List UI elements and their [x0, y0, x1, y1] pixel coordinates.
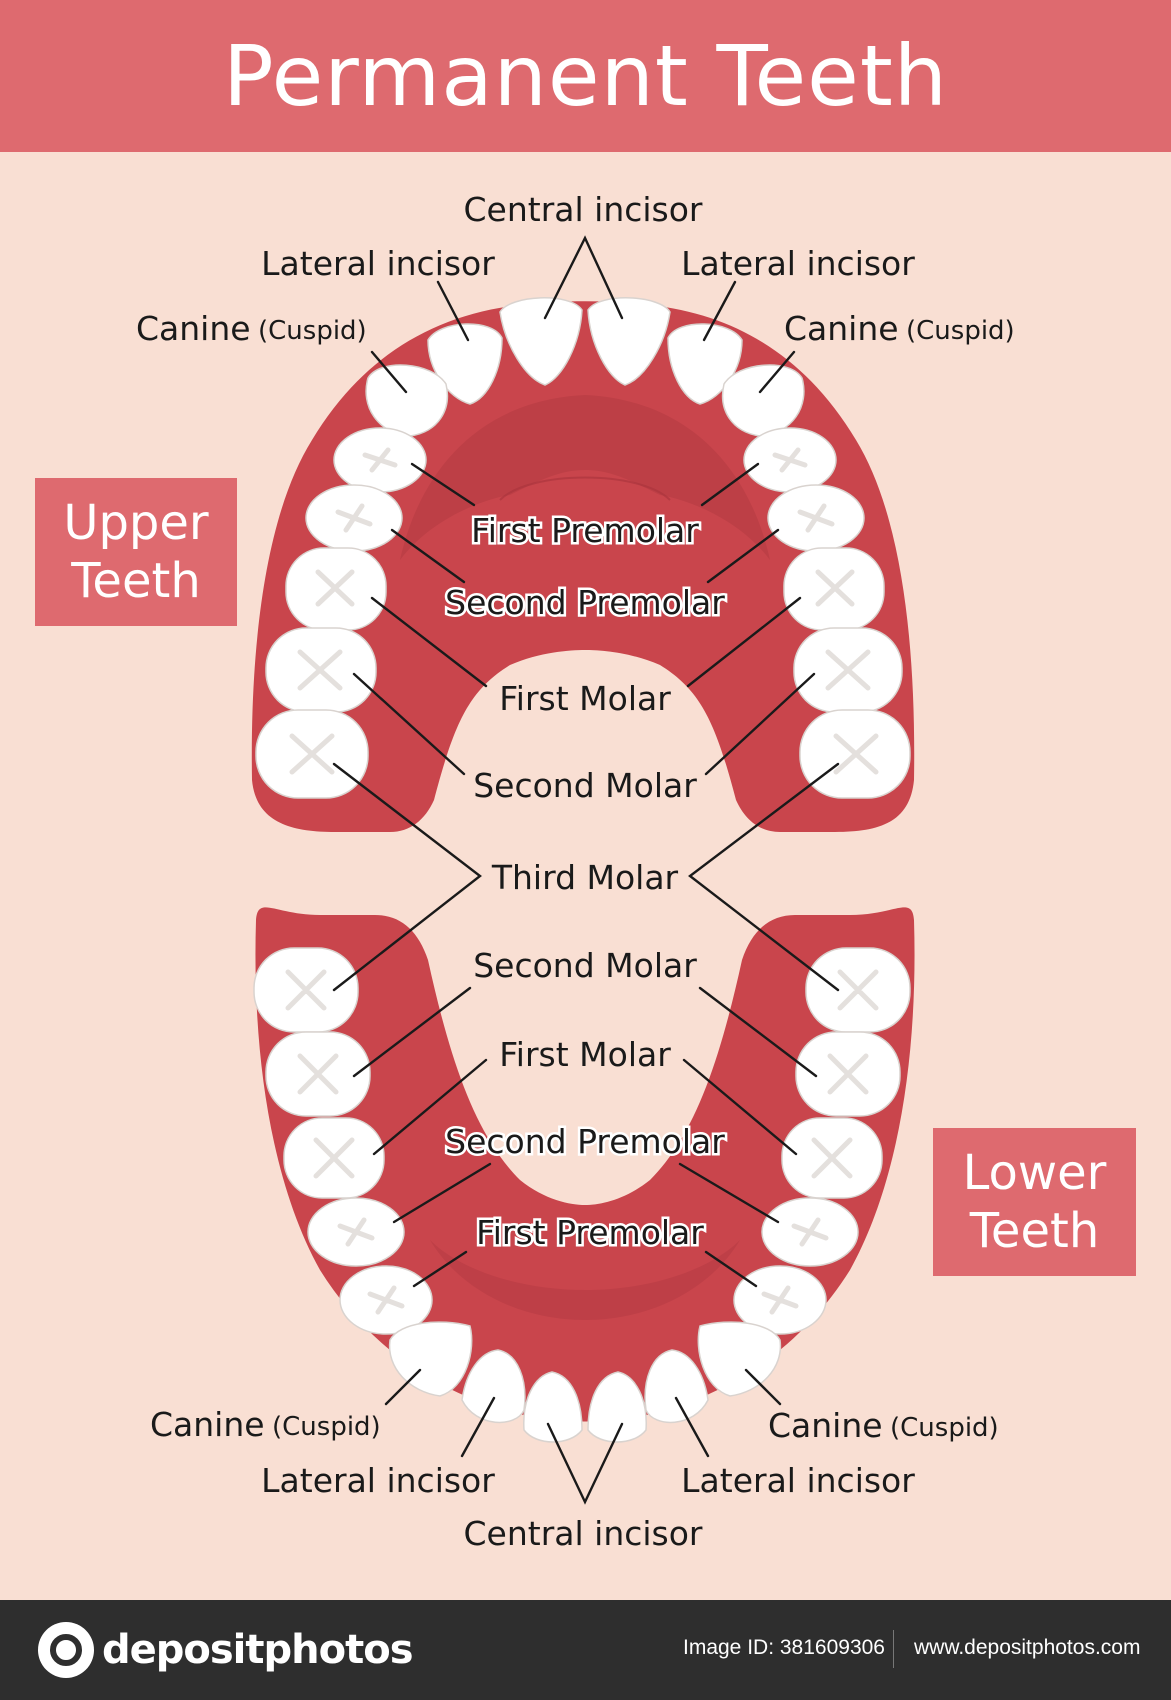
- upper-teeth-box: Upper Teeth: [35, 478, 237, 626]
- label-upper-central-incisor: Central incisor: [464, 190, 703, 229]
- footer-divider: [893, 1630, 894, 1668]
- upper-left-canine-icon: [365, 364, 448, 437]
- upper-right-canine-icon: [722, 364, 805, 437]
- leader-third-molar-left: [332, 762, 482, 992]
- leader-lower-second-molar-right: [698, 986, 818, 1078]
- lower-box-line1: Lower: [962, 1145, 1107, 1201]
- label-lower-lateral-incisor-left: Lateral incisor: [261, 1461, 495, 1500]
- leader-lower-first-molar-right: [682, 1058, 798, 1156]
- lower-teeth: [253, 947, 911, 1443]
- leader-lower-canine-left: [384, 1368, 422, 1406]
- footer-brand: depositphotos: [102, 1627, 414, 1673]
- label-lower-canine-left-sub: (Cuspid): [272, 1412, 381, 1442]
- leader-lower-second-premolar-right: [678, 1162, 780, 1224]
- footer-image-id: Image ID: 381609306: [683, 1636, 885, 1659]
- label-upper-canine-right: Canine: [784, 309, 899, 348]
- lower-right-canine-icon: [697, 1321, 782, 1397]
- lower-right-lateral-incisor-icon: [644, 1349, 709, 1424]
- footer-url-link[interactable]: www.depositphotos.com: [914, 1636, 1141, 1659]
- leader-lower-second-molar-left: [352, 986, 472, 1078]
- footer-logo[interactable]: depositphotos: [38, 1620, 414, 1680]
- labels: Central incisor Lateral incisor Lateral …: [136, 190, 1015, 1553]
- label-upper-second-premolar: Second Premolar: [445, 583, 725, 622]
- upper-right-central-incisor-icon: [587, 297, 671, 386]
- label-lower-second-premolar: Second Premolar: [445, 1122, 725, 1161]
- label-upper-canine-left-sub: (Cuspid): [258, 316, 367, 346]
- label-lower-canine-right: Canine: [768, 1406, 883, 1445]
- upper-teeth: [255, 297, 911, 799]
- leader-upper-lateral-left: [436, 280, 470, 342]
- leader-upper-first-molar-right: [686, 596, 802, 688]
- upper-box-line2: Teeth: [71, 553, 201, 609]
- label-lower-canine-left: Canine: [150, 1405, 265, 1444]
- lower-left-canine-icon: [388, 1321, 473, 1397]
- label-lower-first-premolar: First Premolar: [476, 1213, 704, 1252]
- upper-molar-grooves: [289, 447, 879, 775]
- upper-palate-arc: [499, 476, 671, 501]
- leader-upper-central: [543, 235, 624, 320]
- teeth-diagram: Central incisor Lateral incisor Lateral …: [136, 190, 1015, 1553]
- lower-left-central-incisor-icon: [523, 1371, 583, 1443]
- upper-left-central-incisor-icon: [499, 297, 583, 386]
- page-title: Permanent Teeth: [222, 27, 949, 125]
- label-upper-canine-left: Canine: [136, 309, 251, 348]
- lower-molar-grooves: [285, 969, 879, 1315]
- upper-box-line1: Upper: [63, 495, 209, 551]
- upper-palate-shade: [400, 395, 770, 560]
- leader-lines: [332, 235, 840, 1505]
- leader-upper-second-premolar-left: [390, 528, 466, 584]
- lower-teeth-box: Lower Teeth: [933, 1128, 1136, 1276]
- label-upper-lateral-incisor-right: Lateral incisor: [681, 244, 915, 283]
- label-upper-first-premolar: First Premolar: [471, 511, 699, 550]
- leader-lower-first-molar-left: [372, 1058, 488, 1156]
- leader-lower-central: [546, 1422, 624, 1505]
- leader-lower-lateral-left: [460, 1396, 496, 1458]
- depositphotos-logo-icon: [38, 1622, 94, 1678]
- label-lower-lateral-incisor-right: Lateral incisor: [681, 1461, 915, 1500]
- lower-left-lateral-incisor-icon: [461, 1349, 526, 1424]
- lower-floor-shade: [430, 1240, 740, 1320]
- label-lower-central-incisor: Central incisor: [464, 1514, 703, 1553]
- leader-upper-second-molar-right: [704, 672, 816, 776]
- label-third-molar: Third Molar: [491, 858, 679, 897]
- leader-upper-canine-left: [370, 350, 408, 394]
- label-upper-second-molar: Second Molar: [473, 766, 697, 805]
- leader-upper-lateral-right: [702, 280, 737, 342]
- leader-lower-first-premolar-left: [412, 1250, 468, 1288]
- lower-box-line2: Teeth: [969, 1203, 1100, 1259]
- leader-upper-canine-right: [758, 350, 796, 394]
- leader-lower-canine-right: [744, 1368, 782, 1406]
- leader-third-molar-right: [688, 762, 840, 992]
- label-upper-lateral-incisor-left: Lateral incisor: [261, 244, 495, 283]
- footer-bar: depositphotos Image ID: 381609306 www.de…: [0, 1600, 1171, 1700]
- leader-lower-first-premolar-right: [704, 1250, 758, 1288]
- leader-upper-first-premolar-right: [700, 462, 760, 507]
- title-banner: Permanent Teeth: [0, 0, 1171, 152]
- label-lower-first-molar: First Molar: [499, 1035, 671, 1074]
- label-lower-second-molar: Second Molar: [473, 946, 697, 985]
- label-upper-first-molar: First Molar: [499, 679, 671, 718]
- leader-upper-second-premolar-right: [706, 528, 780, 584]
- leader-upper-second-molar-left: [352, 672, 466, 776]
- leader-lower-lateral-right: [674, 1396, 710, 1458]
- label-lower-canine-right-sub: (Cuspid): [890, 1413, 999, 1443]
- lower-right-central-incisor-icon: [587, 1371, 647, 1443]
- leader-upper-first-premolar-left: [410, 462, 476, 507]
- leader-upper-first-molar-left: [370, 596, 488, 688]
- label-upper-canine-right-sub: (Cuspid): [906, 316, 1015, 346]
- leader-lower-second-premolar-left: [392, 1162, 492, 1224]
